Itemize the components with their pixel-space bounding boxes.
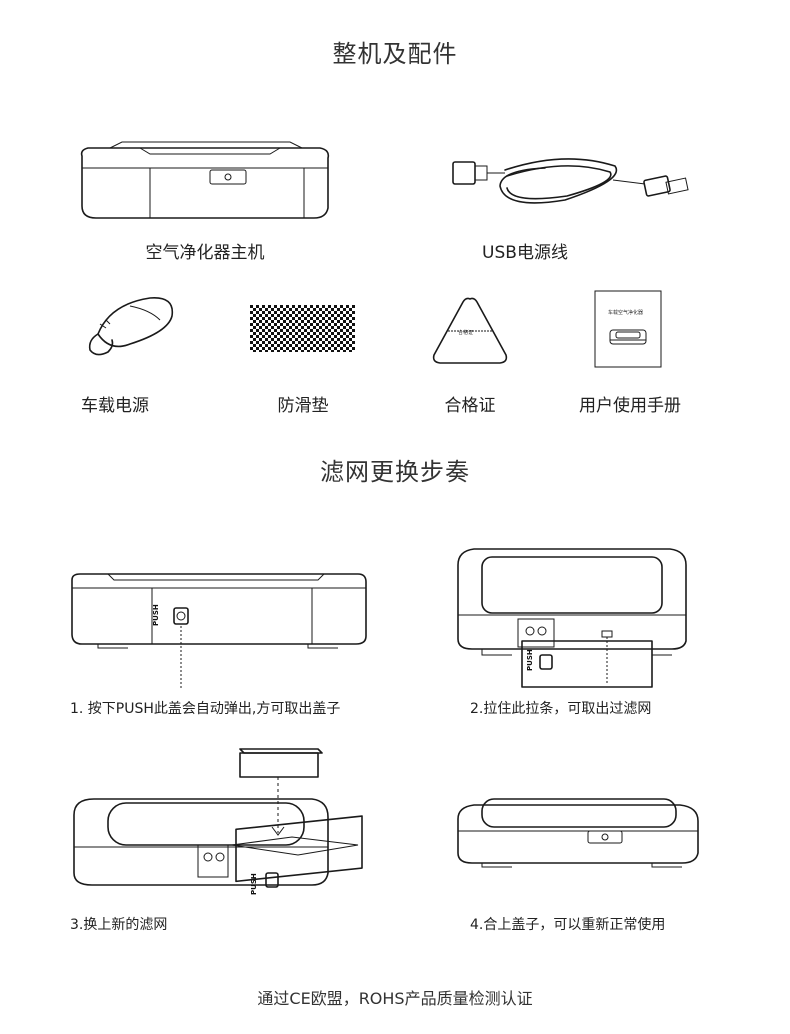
certificate-inner-label: 合格证 [458, 329, 473, 336]
step4-caption: 4.合上盖子，可以重新正常使用 [470, 917, 666, 933]
step2-push-label: PUSH [526, 649, 534, 671]
manual-image: 车载空气净化器 [594, 290, 662, 368]
usb-cable-caption: USB电源线 [482, 243, 568, 263]
certificate-caption: 合格证 [444, 396, 496, 416]
step1-caption: 1. 按下PUSH此盖会自动弹出,方可取出盖子 [70, 701, 341, 717]
step1-push-label: PUSH [152, 604, 160, 626]
certificate-image: 合格证 [432, 297, 508, 364]
step2-image: PUSH [457, 548, 687, 688]
step3-caption: 3.换上新的滤网 [70, 917, 168, 933]
car-adapter-caption: 车载电源 [81, 396, 149, 416]
purifier-unit-image [80, 141, 330, 219]
step4-image [457, 798, 699, 868]
step3-image: PUSH [73, 748, 363, 895]
certification-footer: 通过CE欧盟，ROHS产品质量检测认证 [257, 989, 533, 1008]
manual-cover-label: 车载空气净化器 [608, 309, 643, 316]
step3-push-label: PUSH [250, 873, 258, 895]
purifier-caption: 空气净化器主机 [145, 243, 265, 263]
accessories-title: 整机及配件 [332, 40, 458, 68]
step2-caption: 2.拉住此拉条，可取出过滤网 [470, 701, 652, 717]
car-adapter-image [88, 297, 174, 356]
anti-slip-mat-image [250, 305, 355, 352]
anti-slip-mat-caption: 防滑垫 [277, 396, 329, 416]
filter-title: 滤网更换步奏 [320, 458, 470, 486]
usb-cable-image [452, 158, 689, 204]
step1-image: PUSH [71, 573, 367, 688]
manual-caption: 用户使用手册 [579, 396, 681, 416]
